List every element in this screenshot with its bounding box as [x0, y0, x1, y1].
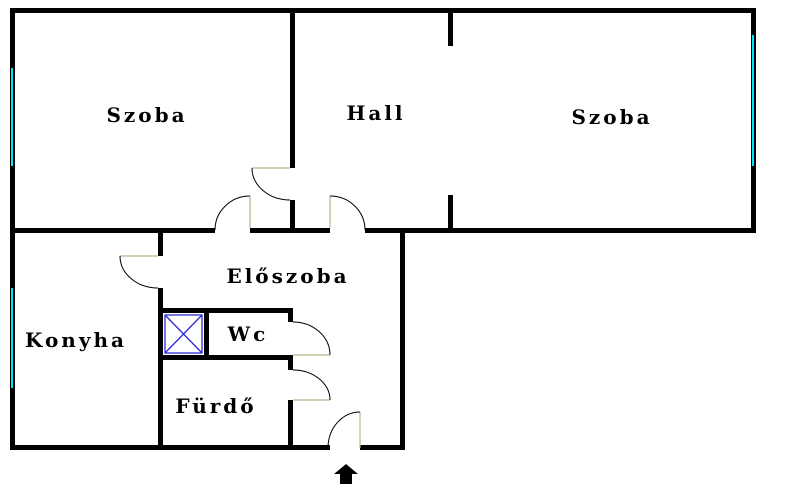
door-arc-entrance [327, 411, 361, 448]
wall-shaft-right [204, 308, 209, 360]
wall-mid-left [10, 228, 215, 233]
door-arc-konyha [119, 255, 159, 289]
wall-wc-right-upper [288, 308, 293, 322]
wall-szoba-hall-lower [290, 200, 295, 233]
room-label-wc: Wc [227, 322, 269, 346]
room-label-furdo: Fürdő [175, 394, 256, 418]
wall-entry-right [400, 228, 405, 450]
room-label-konyha: Konyha [25, 328, 127, 352]
wall-bottom-right [360, 445, 405, 450]
door-arc-wc [292, 321, 331, 356]
wall-hall-szoba-upper [448, 8, 453, 46]
door-arc-szoba-hall [251, 167, 291, 201]
wall-konyha-lower [158, 288, 163, 450]
wall-furdo-right-upper [288, 360, 293, 370]
wall-bottom-left [10, 445, 330, 450]
door-arc-hall-eloszoba [329, 195, 366, 231]
wall-wc-bottom [158, 355, 293, 360]
wall-right-bottom [400, 228, 756, 233]
wall-mid-center-right [365, 228, 405, 233]
doors [119, 167, 366, 448]
room-label-eloszoba: Előszoba [226, 264, 349, 288]
room-label-hall: Hall [346, 101, 405, 125]
walls [10, 8, 756, 450]
wall-konyha-upper [158, 228, 163, 256]
wall-furdo-right-lower [288, 400, 293, 450]
windows [11, 35, 754, 388]
door-arc-szoba-eloszoba [214, 195, 251, 231]
room-label-szoba-left: Szoba [106, 103, 187, 127]
wall-szoba-hall-upper [290, 8, 295, 168]
room-label-szoba-right: Szoba [571, 105, 652, 129]
wall-top [10, 8, 756, 13]
house-arrow-icon [334, 464, 358, 484]
ventilation-shaft-icon [164, 314, 203, 354]
wall-hall-szoba-lower [448, 195, 453, 233]
wall-wc-top [158, 308, 293, 313]
door-arc-furdo [292, 369, 331, 401]
